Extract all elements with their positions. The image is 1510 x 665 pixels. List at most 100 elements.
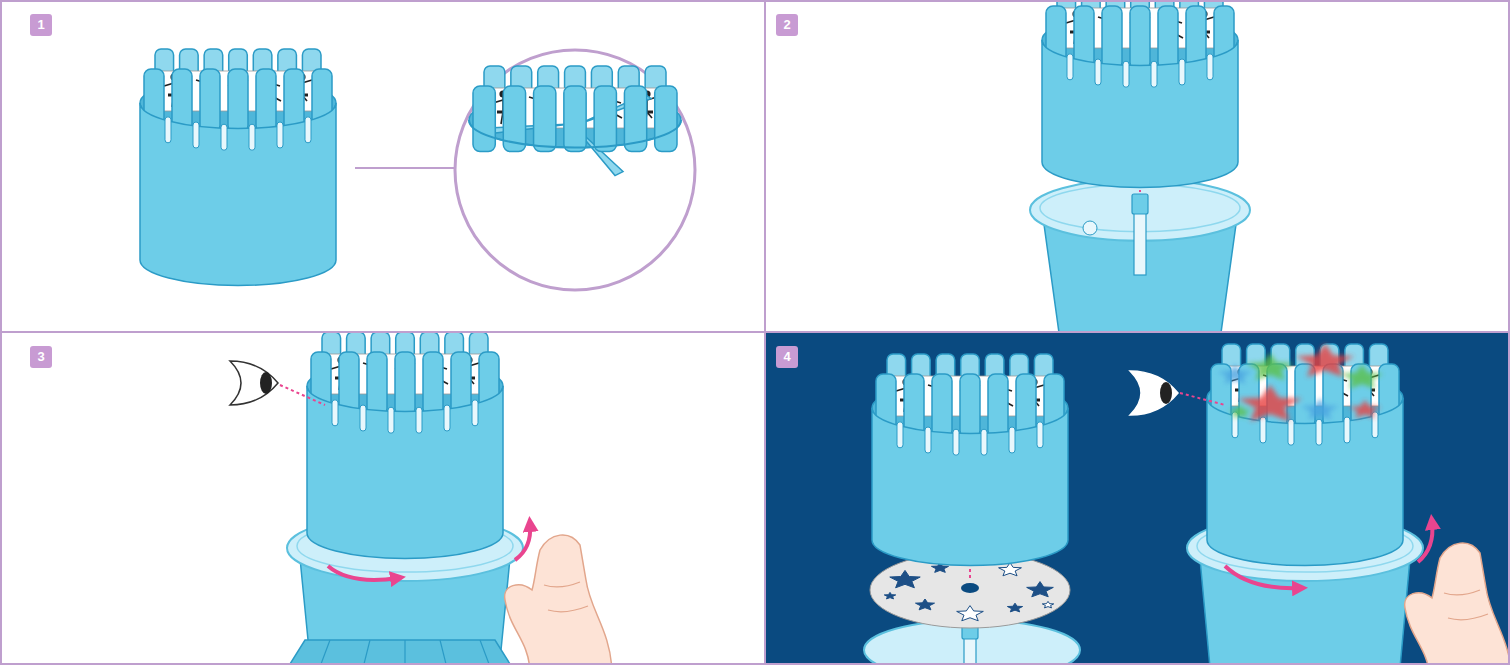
drum-slot bbox=[1344, 417, 1350, 443]
drum-rim bbox=[469, 120, 681, 148]
eye-outline bbox=[1130, 371, 1178, 415]
drum-slot bbox=[1123, 61, 1129, 87]
front-tab bbox=[655, 86, 677, 152]
zoetrope-drum bbox=[307, 332, 503, 558]
front-tab bbox=[367, 352, 387, 415]
plate-hole bbox=[1083, 221, 1097, 235]
drum-slot bbox=[1067, 54, 1073, 80]
drum-slot bbox=[305, 117, 311, 143]
eye-pupil bbox=[1160, 382, 1172, 404]
drum-slot bbox=[981, 429, 987, 455]
drum-slot bbox=[416, 407, 422, 433]
front-tab bbox=[594, 86, 616, 152]
disc-star bbox=[915, 599, 934, 610]
hand-shape bbox=[1405, 543, 1510, 665]
drum-body bbox=[140, 103, 336, 285]
front-tab bbox=[564, 86, 586, 152]
drum-body bbox=[872, 408, 1068, 565]
panel-3 bbox=[230, 332, 612, 665]
drum-slot bbox=[388, 407, 394, 433]
drum-slot bbox=[897, 422, 903, 448]
eye-symbol bbox=[1130, 371, 1178, 415]
drum-slot bbox=[1288, 419, 1294, 445]
finger-line bbox=[548, 606, 588, 612]
disc-star bbox=[957, 606, 984, 621]
front-tab bbox=[423, 352, 443, 415]
disc-hole bbox=[961, 583, 979, 593]
disc-star bbox=[1007, 603, 1022, 612]
panel-4 bbox=[864, 344, 1510, 665]
front-tab bbox=[1102, 6, 1122, 69]
drum-slot bbox=[1009, 427, 1015, 453]
drum-slot bbox=[360, 405, 366, 431]
projected-star bbox=[1341, 365, 1384, 389]
front-tab bbox=[395, 352, 415, 415]
drum-slot bbox=[221, 124, 227, 150]
spoke bbox=[489, 124, 571, 134]
drum-slot bbox=[1095, 59, 1101, 85]
disc-star bbox=[884, 592, 895, 599]
drum-slot bbox=[444, 405, 450, 431]
finger-line bbox=[1444, 590, 1480, 595]
drum-slot bbox=[472, 400, 478, 426]
drum-slot bbox=[1207, 54, 1213, 80]
sight-line bbox=[1180, 393, 1225, 405]
drum-slot bbox=[1151, 61, 1157, 87]
drum-slot bbox=[953, 429, 959, 455]
projected-star bbox=[1238, 385, 1302, 421]
drum-body bbox=[1042, 40, 1238, 187]
hand bbox=[1405, 543, 1510, 665]
eye-outline bbox=[230, 361, 278, 405]
connector-line bbox=[355, 167, 455, 169]
front-tab bbox=[256, 69, 276, 132]
base-foot bbox=[280, 640, 520, 665]
drum-slot bbox=[277, 122, 283, 148]
projected-star bbox=[1218, 364, 1253, 384]
drum-slot bbox=[165, 117, 171, 143]
zoetrope-drum bbox=[469, 66, 681, 176]
projected-star bbox=[1301, 398, 1338, 419]
zoetrope-drum bbox=[140, 49, 336, 285]
front-tab bbox=[1130, 6, 1150, 69]
front-tab bbox=[200, 69, 220, 132]
disc-star bbox=[1042, 601, 1053, 608]
foot-facets bbox=[315, 640, 495, 665]
rotation-arrow bbox=[328, 566, 398, 580]
sight-line bbox=[280, 385, 325, 405]
drum-slot bbox=[925, 427, 931, 453]
disc-star bbox=[1027, 582, 1054, 597]
projected-star bbox=[1349, 400, 1381, 418]
drum-slot bbox=[1179, 59, 1185, 85]
callout-number: 3 bbox=[30, 346, 52, 368]
eye-symbol bbox=[230, 361, 278, 405]
rotation-arrow bbox=[1418, 522, 1432, 562]
hand bbox=[505, 535, 612, 665]
front-tab bbox=[228, 69, 248, 132]
finger-line bbox=[544, 582, 580, 587]
front-tab bbox=[473, 86, 495, 152]
zoetrope-drum bbox=[872, 354, 1068, 565]
front-tab bbox=[960, 374, 980, 437]
drum-slot bbox=[1037, 422, 1043, 448]
projected-star bbox=[1296, 344, 1355, 377]
drum-body bbox=[307, 386, 503, 558]
panel-2 bbox=[1030, 0, 1250, 332]
drum-slot bbox=[1260, 417, 1266, 443]
hand-shape bbox=[505, 535, 612, 665]
finger-line bbox=[1448, 614, 1488, 620]
drum-slot bbox=[193, 122, 199, 148]
front-tab bbox=[1158, 6, 1178, 69]
spindle-hex bbox=[1132, 194, 1148, 214]
drum-slot bbox=[1316, 419, 1322, 445]
callout-number: 2 bbox=[776, 14, 798, 36]
rotation-arrow bbox=[1225, 566, 1300, 588]
disc-star bbox=[890, 570, 920, 587]
projected-stars bbox=[1218, 344, 1384, 422]
callout-number: 4 bbox=[776, 346, 798, 368]
drum-body bbox=[1207, 398, 1403, 565]
callout-number: 1 bbox=[30, 14, 52, 36]
spindle-shaft bbox=[1134, 210, 1146, 275]
